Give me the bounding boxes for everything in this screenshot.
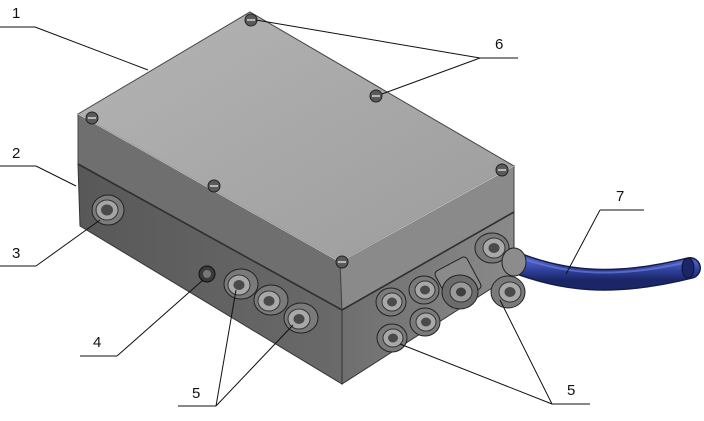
callout-labels: 1 2 3 4 5 5 6 7 <box>12 5 624 402</box>
screw-icon <box>207 179 221 193</box>
connector-icon <box>223 268 259 300</box>
callout-1: 1 <box>12 5 20 22</box>
callout-5-right: 5 <box>567 382 575 399</box>
front-connectors <box>223 268 319 334</box>
callout-7: 7 <box>616 188 624 205</box>
screw-icon <box>335 255 349 269</box>
flange-connector <box>434 256 482 310</box>
connector-icon <box>253 284 289 316</box>
cable <box>501 247 701 291</box>
callout-3: 3 <box>12 245 20 262</box>
screw-icon <box>369 89 383 103</box>
callout-6: 6 <box>495 36 503 53</box>
connector-icon <box>408 275 440 305</box>
right-connectors <box>375 232 526 353</box>
connector-icon <box>375 287 407 317</box>
lid-screws <box>85 13 509 269</box>
screw-icon <box>85 111 99 125</box>
connector-icon <box>376 323 408 353</box>
lid-seam <box>77 163 515 311</box>
callout-5-left: 5 <box>192 385 200 402</box>
vent-plug <box>198 265 216 283</box>
leader-lines <box>0 19 644 407</box>
connector-icon <box>474 232 510 264</box>
connector-icon <box>409 307 441 337</box>
screw-icon <box>244 13 258 27</box>
side-connector <box>91 194 125 226</box>
callout-2: 2 <box>12 145 20 162</box>
screw-icon <box>495 163 509 177</box>
connector-icon <box>490 275 526 309</box>
callout-4: 4 <box>93 334 101 351</box>
